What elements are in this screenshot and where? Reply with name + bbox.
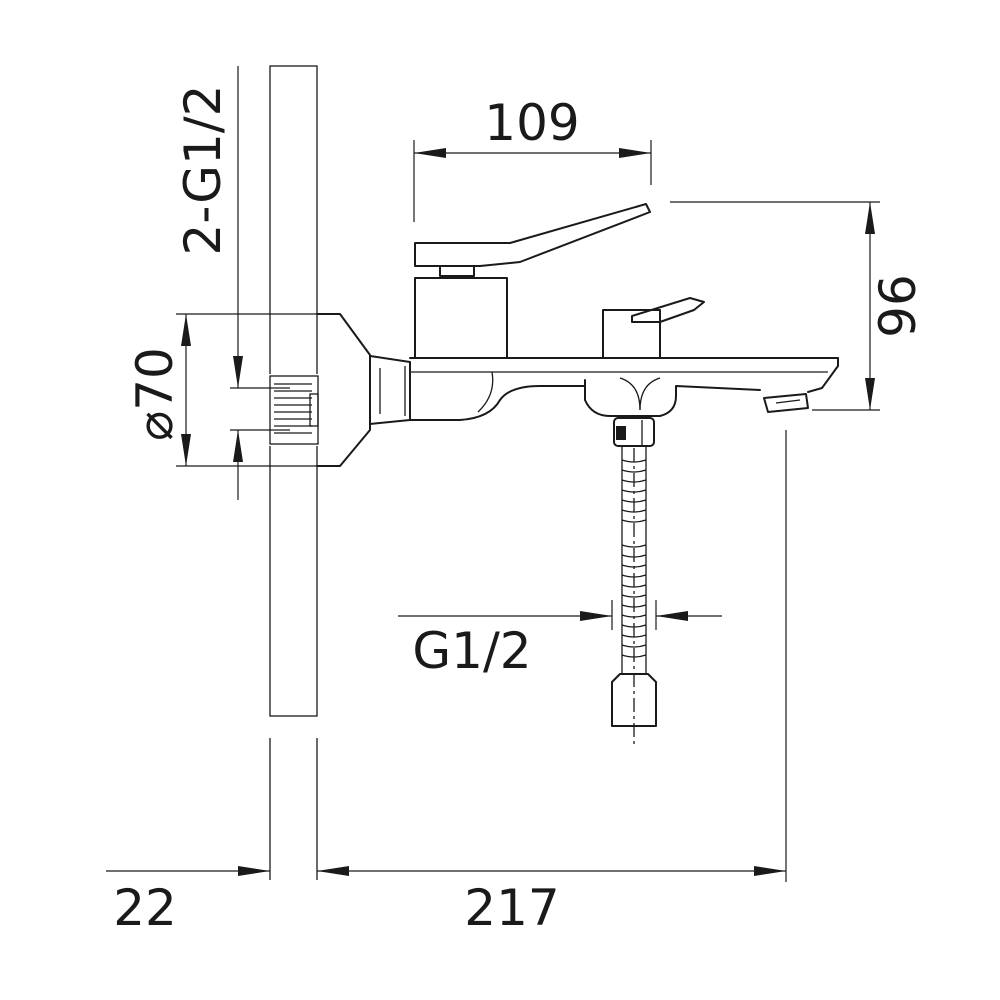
spout-body — [409, 357, 839, 393]
connector-nut — [369, 355, 411, 425]
wall-flange — [316, 313, 371, 467]
spout-aerator — [763, 393, 809, 413]
dimension-inlet-thread: 2-G1/2 — [174, 66, 290, 500]
wall-inlet-thread — [269, 375, 319, 445]
shower-hose — [611, 446, 657, 745]
diverter-lever — [631, 297, 705, 323]
outlet-thread-label: G1/2 — [412, 622, 531, 680]
hose-connector — [613, 417, 655, 447]
inlet-thread-label: 2-G1/2 — [174, 85, 232, 256]
height-label: 96 — [869, 274, 927, 338]
wall-section — [268, 65, 319, 880]
spout-offset-label: 109 — [484, 94, 579, 152]
dimension-spout-offset: 109 — [413, 94, 652, 222]
flange-diameter-label: ⌀70 — [126, 347, 184, 441]
dimension-flange-diameter: ⌀70 — [126, 313, 317, 467]
diverter-housing — [602, 309, 661, 359]
dimension-wall-thickness: 22 — [106, 866, 270, 937]
wall-thickness-label: 22 — [113, 879, 177, 937]
hose-end-fitting — [611, 673, 657, 727]
mixer-handle — [414, 203, 651, 267]
faucet-body — [316, 203, 839, 745]
cartridge-housing — [414, 277, 508, 359]
dimension-projection: 217 — [317, 430, 787, 937]
dimension-outlet-thread: G1/2 — [398, 600, 722, 680]
projection-label: 217 — [464, 879, 559, 937]
dimension-height: 96 — [670, 201, 927, 411]
